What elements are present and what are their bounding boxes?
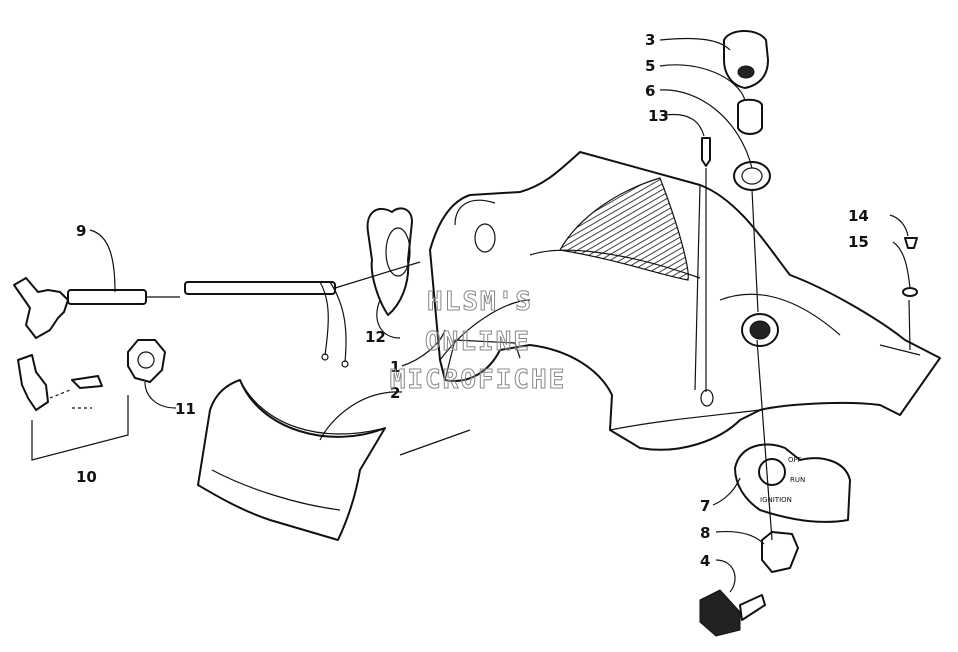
switch-label-ignition: IGNITION xyxy=(760,496,792,504)
callout-12: 12 xyxy=(365,328,386,346)
callout-13: 13 xyxy=(648,107,669,125)
lower-panel xyxy=(197,379,471,541)
callout-15: 15 xyxy=(848,233,869,251)
callout-2: 2 xyxy=(390,384,400,402)
watermark-line-3: MICROFICHE xyxy=(390,365,567,395)
callout-3: 3 xyxy=(645,31,655,49)
ignition-plate: OFF RUN IGNITION xyxy=(734,443,851,523)
callout-labels: 3 5 6 13 9 14 15 12 1 2 11 10 7 8 4 xyxy=(76,31,869,570)
switch-label-off: OFF xyxy=(788,456,802,464)
callout-1: 1 xyxy=(390,358,400,376)
key-assembly xyxy=(699,531,799,637)
throttle-cable-assembly xyxy=(13,261,421,368)
callout-11: 11 xyxy=(175,400,196,418)
callout-6: 6 xyxy=(645,82,655,100)
switch-label-run: RUN xyxy=(790,476,805,484)
callout-7: 7 xyxy=(700,497,710,515)
console-hood xyxy=(429,151,941,451)
watermark: HLSM'S ONLINE MICROFICHE xyxy=(389,287,567,396)
callout-9: 9 xyxy=(76,222,86,240)
callout-14: 14 xyxy=(848,207,869,225)
nut xyxy=(127,339,166,383)
callout-10: 10 xyxy=(76,468,97,486)
lever-kit xyxy=(17,354,129,461)
watermark-line-1: HLSM'S xyxy=(427,287,533,317)
leader-lines xyxy=(89,37,911,593)
callout-5: 5 xyxy=(645,57,655,75)
watermark-line-2: ONLINE xyxy=(425,327,531,357)
gasket-plate xyxy=(366,207,413,316)
callout-4: 4 xyxy=(700,552,710,570)
top-switch-stack xyxy=(701,30,771,191)
callout-8: 8 xyxy=(700,524,710,542)
